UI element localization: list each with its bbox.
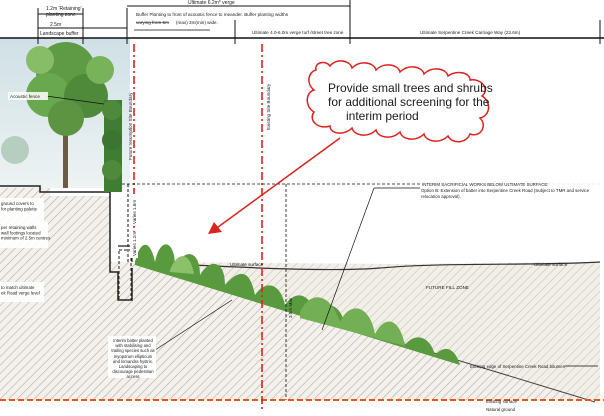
buffer-note-1: Buffer Planting to front of acoustic fen…: [136, 12, 289, 17]
landscape-buffer-label: Landscape buffer: [40, 31, 79, 37]
interim-note-title: INTERIM SACRIFICIAL WORKS BELOW ULTIMATE…: [422, 182, 549, 187]
ultimate-surface-right: Ultimate surface: [534, 262, 568, 267]
ultimate-verge-label: Ultimate 6.2m* verge: [188, 0, 235, 6]
footing-detail: [118, 249, 132, 301]
retaining-zone-label: 1.2m 'Retaining'planting zone: [46, 6, 82, 18]
callout-arrowhead: [208, 222, 222, 234]
varies-upper-label: Varies 1.6m: [132, 200, 137, 224]
buffer-width-label: 2.5m: [50, 22, 61, 28]
retaining-zone-line1: 1.2m 'Retaining'planting zone: [46, 6, 82, 18]
callout-arrow-line: [213, 137, 341, 231]
acoustic-fence-bg: [8, 92, 48, 100]
varies-lower-label: Varies 1.2m: [132, 232, 137, 256]
wall-footing: [118, 245, 133, 262]
interim-note-bg: [420, 180, 600, 202]
batter-note-bg: [108, 336, 156, 378]
hedge-planting: [102, 100, 122, 192]
existing-surface-label: Existing surface: [486, 399, 518, 404]
existing-edge-label: Existing edge of Serpentine Creek Road b…: [470, 364, 566, 369]
future-fill-label: FUTURE FILL ZONE: [426, 285, 469, 290]
interim-note-body-wrap: Option B: Extension of batter into Serpe…: [421, 188, 590, 199]
retaining-walls-bg: [0, 222, 48, 248]
batter-note: Interim batter planted with stabilising …: [111, 338, 155, 378]
callout-line-2: for additional screening for the: [328, 95, 490, 109]
carriage-way-label: Ultimate Serpentine Creek Carriage Way (…: [420, 30, 521, 35]
interim-note-body: Option B: Extension of batter into Serpe…: [421, 188, 590, 199]
ultimate-surface-left: Ultimate surface: [230, 262, 264, 267]
batter-note-wrap: Interim batter planted with stabilising …: [111, 338, 155, 378]
callout-line-3: interim period: [346, 109, 419, 123]
leader-lines: [45, 29, 598, 367]
batter-grasses: [135, 244, 460, 365]
acoustic-fence-label: Acoustic fence: [10, 94, 40, 99]
future-boundary-label: Future resumption Site Boundary: [128, 92, 133, 160]
callout-line-1: Provide small trees and shrubs: [328, 81, 493, 95]
match-ultimate-bg: [0, 282, 44, 302]
varies-lower-bg: [130, 232, 138, 258]
callout-cloud: [306, 60, 490, 143]
ultimate-surface-line: [134, 261, 601, 271]
natural-ground-label: Natural ground: [486, 407, 516, 412]
verge-turf-label: Ultimate 4.0-6.0m verge turf /street tre…: [252, 30, 344, 35]
existing-boundary-label: Existing Site Boundary: [266, 83, 271, 130]
buffer-note-struck: varying from 6m: [136, 20, 169, 25]
max-dim-label: 3.5m Max: [288, 297, 293, 318]
buffer-note-end: (max) 3m(min) wide.: [176, 20, 218, 25]
tree-illustration: [1, 42, 114, 188]
varies-upper-bg: [130, 194, 138, 226]
ground-covers-bg: [0, 198, 44, 222]
